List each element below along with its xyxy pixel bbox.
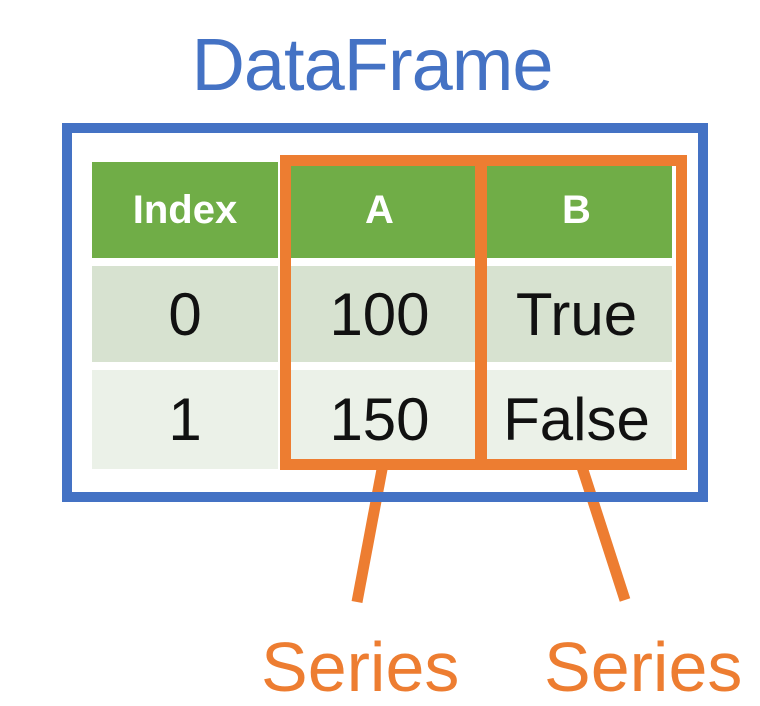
table-cell-row0-index: 0: [92, 266, 278, 362]
table-cell-row1-b: False: [481, 370, 672, 469]
series-b-highlight-box: [475, 155, 687, 470]
table-cell-row0-b: True: [481, 266, 672, 362]
table-cell-row1-index: 1: [92, 370, 278, 469]
dataframe-border-box: [62, 123, 708, 502]
diagram-title: DataFrame: [191, 23, 553, 106]
series-a-label: Series: [261, 628, 460, 706]
series-a-connector-line: [351, 462, 389, 604]
series-b-connector-line: [575, 462, 631, 602]
dataframe-table: Index A B 0 100 True 1 150 False: [92, 162, 672, 469]
table-header-index: Index: [92, 162, 278, 258]
table-header-a: A: [284, 162, 475, 258]
series-a-highlight-box: [280, 155, 487, 470]
table-cell-row1-a: 150: [284, 370, 475, 469]
series-b-label: Series: [544, 628, 743, 706]
table-header-b: B: [481, 162, 672, 258]
table-cell-row0-a: 100: [284, 266, 475, 362]
